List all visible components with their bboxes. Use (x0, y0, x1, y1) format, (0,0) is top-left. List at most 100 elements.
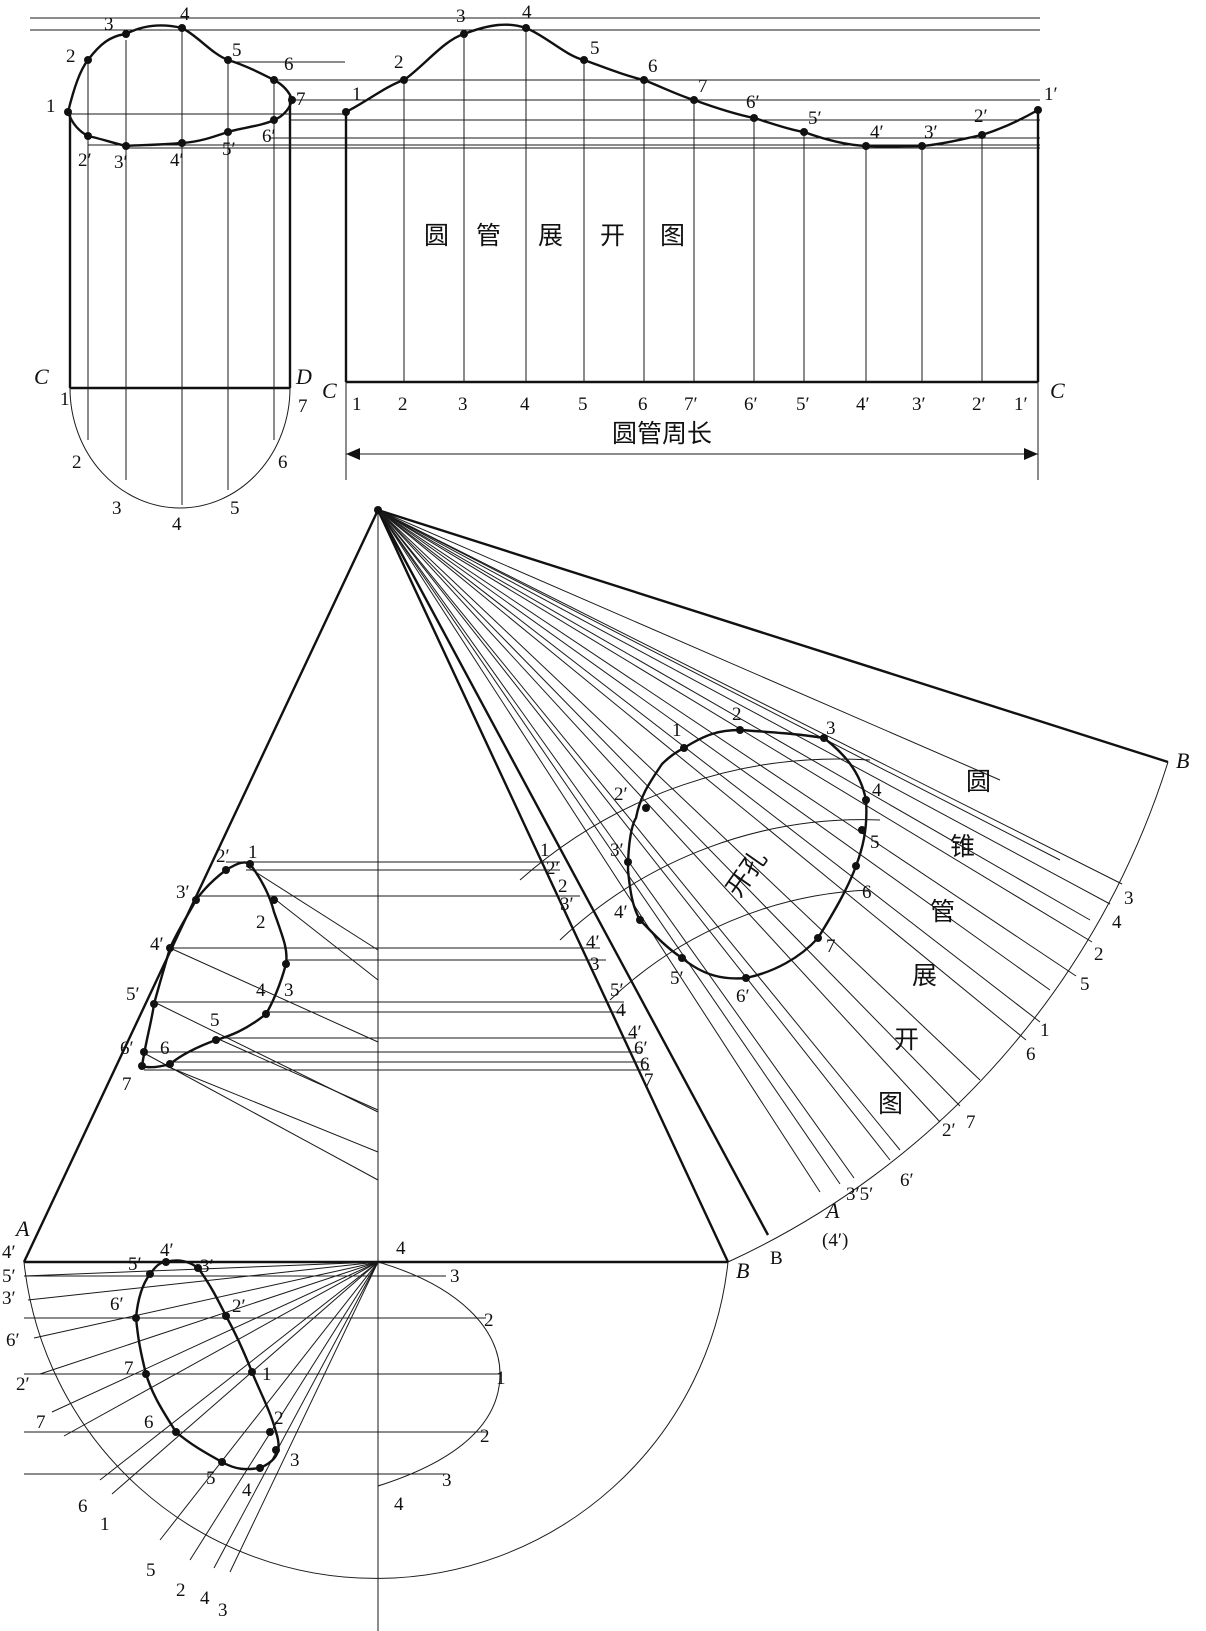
lbl: 6 (78, 1496, 88, 1517)
label-b-top: B (1176, 748, 1189, 773)
cone-front-view: 2′ 1 3′ 2 4′ 3 4 5′ 5 6′ 6 7 1 2′ 2 3′ 4… (22, 508, 1169, 1631)
lbl: 5 (590, 38, 600, 59)
lbl: 6′ (6, 1330, 20, 1351)
lbl: 6′ (120, 1038, 134, 1059)
lbl: 3′ (200, 1256, 214, 1277)
unroll-curve-labels: 1 2 3 4 5 6 7 6′ 5′ 4′ 3′ 2′ 1′ (352, 2, 1058, 143)
lbl: 1 (100, 1514, 110, 1535)
lbl: 6 (278, 452, 288, 473)
lbl: 2′ (78, 150, 92, 171)
lbl: 4 (396, 1238, 406, 1259)
lbl: 4 (200, 1588, 210, 1609)
lbl: 2′ (546, 858, 560, 879)
lbl: 5 (206, 1468, 216, 1489)
title-char: 展 (912, 961, 937, 990)
lbl: 2′ (614, 784, 628, 805)
lbl: 4 (522, 2, 532, 23)
lbl: 7 (826, 936, 836, 957)
lbl: 3′ (560, 894, 574, 915)
lbl: 4′ (614, 902, 628, 923)
lbl: 6 (144, 1412, 154, 1433)
lbl: 2 (72, 452, 82, 473)
lbl: 5 (578, 394, 588, 415)
lbl: 5 (870, 832, 880, 853)
title-char: 展 (538, 221, 563, 250)
lbl: 4′ (170, 150, 184, 171)
tube-development-title: 圆 管 展 开 图 (424, 221, 685, 250)
lbl: 2 (398, 394, 408, 415)
lbl: 2 (66, 46, 76, 67)
title-char: 开 (600, 221, 625, 250)
lbl: 6′ (744, 394, 758, 415)
lbl: 4 (520, 394, 530, 415)
lbl: 4′ (628, 1022, 642, 1043)
lbl: 4 (872, 780, 882, 801)
hole-label: 开孔 (720, 845, 772, 903)
lbl: 1 (262, 1364, 272, 1385)
lbl: 2 (1094, 944, 1104, 965)
lbl: 7 (122, 1074, 132, 1095)
lbl: 7′ (684, 394, 698, 415)
title-char: 管 (476, 221, 501, 250)
label-a-sector: A (824, 1198, 840, 1223)
lbl: 2 (732, 704, 742, 725)
lbl: 4′ (150, 934, 164, 955)
lbl: 4 (394, 1494, 404, 1515)
lbl: 6′ (262, 126, 276, 147)
lbl: 4′ (586, 932, 600, 953)
tube-development: 1 2 3 4 5 6 7 6′ 5′ 4′ 3′ 2′ 1′ 圆 管 展 开 … (322, 2, 1065, 480)
lbl: 6′ (900, 1170, 914, 1191)
lbl: 1 (496, 1368, 506, 1389)
cone-plan-view: 4 3 2 1 2 3 4 4′ 5′ 3′ 6′ 2′ 7 5′ 4′ 3′ … (2, 1238, 729, 1621)
lbl: 4 (256, 980, 266, 1001)
lbl: 1 (46, 96, 56, 117)
label-d: D (295, 364, 312, 389)
lbl: 6 (862, 882, 872, 903)
label-4prime-paren: (4′) (822, 1230, 848, 1251)
lbl: 6 (1026, 1044, 1036, 1065)
lbl: 7 (698, 76, 708, 97)
lbl: 2′ (972, 394, 986, 415)
lbl: 3 (590, 954, 600, 975)
lbl: 4 (180, 4, 190, 25)
lbl: 1′ (1014, 394, 1028, 415)
lbl: 4 (242, 1480, 252, 1501)
lbl: 5 (230, 498, 240, 519)
plan-arc-labels: 6 1 5 2 4 3 (78, 1496, 228, 1621)
lbl: 5′ (128, 1254, 142, 1275)
lbl: 2 (274, 1408, 284, 1429)
lbl: 5′ (808, 108, 822, 129)
lbl: 1′ (1044, 84, 1058, 105)
label-b-base: B (736, 1258, 749, 1283)
cone-apex (374, 506, 382, 514)
tube-front-view: 1 2 3 4 5 6 7 2′ 3′ 4′ 5′ 6′ C D 1 2 3 4… (30, 4, 1040, 535)
lbl: 7 (36, 1412, 46, 1433)
title-char: 圆 (966, 767, 991, 796)
lbl: 2′ (216, 846, 230, 867)
lbl: 2 (256, 912, 266, 933)
lbl: 1 (352, 84, 362, 105)
plan-curve-labels: 5′ 4′ 3′ 6′ 2′ 7 1 6 2 5 3 4 (110, 1240, 300, 1501)
lbl: 3 (458, 394, 468, 415)
title-char: 开 (894, 1025, 919, 1054)
tube-labels: 1 2 3 4 5 6 7 2′ 3′ 4′ 5′ 6′ C D 1 2 3 4… (34, 4, 312, 535)
label-c: C (34, 364, 49, 389)
lbl: 6 (648, 56, 658, 77)
lbl: 1 (540, 840, 550, 861)
lbl: 3′5′ (846, 1184, 873, 1205)
title-char: 管 (930, 897, 955, 926)
lbl: 5′ (670, 968, 684, 989)
lbl: 3 (826, 718, 836, 739)
lbl: 3 (218, 1600, 228, 1621)
lbl: 3 (104, 14, 114, 35)
lbl: 2 (558, 876, 568, 897)
title-char: 圆 (424, 221, 449, 250)
lbl: 6′ (736, 986, 750, 1007)
sector-arc-labels: 3 4 2 5 1 6 2′ 7 6′ 3′5′ (846, 888, 1134, 1205)
lbl: 3 (112, 498, 122, 519)
lbl: 7 (966, 1112, 976, 1133)
lbl: 3′ (924, 122, 938, 143)
title-char: 锥 (950, 832, 975, 861)
lbl: 3′ (114, 152, 128, 173)
